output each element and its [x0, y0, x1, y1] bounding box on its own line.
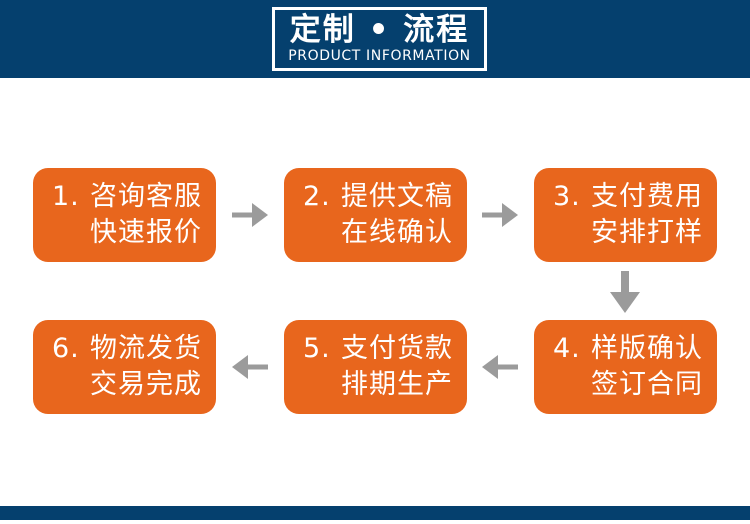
step-line1: 支付费用: [591, 181, 703, 212]
arrow-left-icon: [482, 354, 518, 380]
step-number: 1.: [52, 181, 80, 212]
step-number: 3.: [553, 181, 581, 212]
step-line2: 在线确认: [341, 217, 453, 248]
step-box-6: 6. 物流发货 交易完成: [33, 320, 216, 414]
step-line1: 支付货款: [341, 333, 453, 364]
step-box-2: 2. 提供文稿 在线确认: [284, 168, 467, 262]
step-number: 2.: [303, 181, 331, 212]
step-box-1: 1. 咨询客服 快速报价: [33, 168, 216, 262]
step-line2: 签订合同: [591, 369, 703, 400]
arrow-right-icon: [232, 202, 268, 228]
step-number: 6.: [52, 333, 80, 364]
section-subtitle: PRODUCT INFORMATION: [288, 48, 471, 64]
step-line2: 安排打样: [591, 217, 703, 248]
section-title-box: 定制 • 流程 PRODUCT INFORMATION: [272, 7, 487, 71]
step-line1: 提供文稿: [341, 181, 453, 212]
step-line2: 排期生产: [341, 369, 453, 400]
step-line1: 咨询客服: [90, 181, 202, 212]
step-line2: 快速报价: [90, 217, 202, 248]
step-box-4: 4. 样版确认 签订合同: [534, 320, 717, 414]
section-title: 定制 • 流程: [289, 12, 470, 48]
step-box-5: 5. 支付货款 排期生产: [284, 320, 467, 414]
step-number: 4.: [553, 333, 581, 364]
step-number: 5.: [303, 333, 331, 364]
step-box-3: 3. 支付费用 安排打样: [534, 168, 717, 262]
step-line2: 交易完成: [90, 369, 202, 400]
step-line1: 样版确认: [591, 333, 703, 364]
arrow-down-icon: [608, 271, 642, 313]
footer-band: [0, 506, 750, 520]
arrow-left-icon: [232, 354, 268, 380]
step-line1: 物流发货: [90, 333, 202, 364]
header-band: 定制 • 流程 PRODUCT INFORMATION: [0, 0, 750, 78]
arrow-right-icon: [482, 202, 518, 228]
